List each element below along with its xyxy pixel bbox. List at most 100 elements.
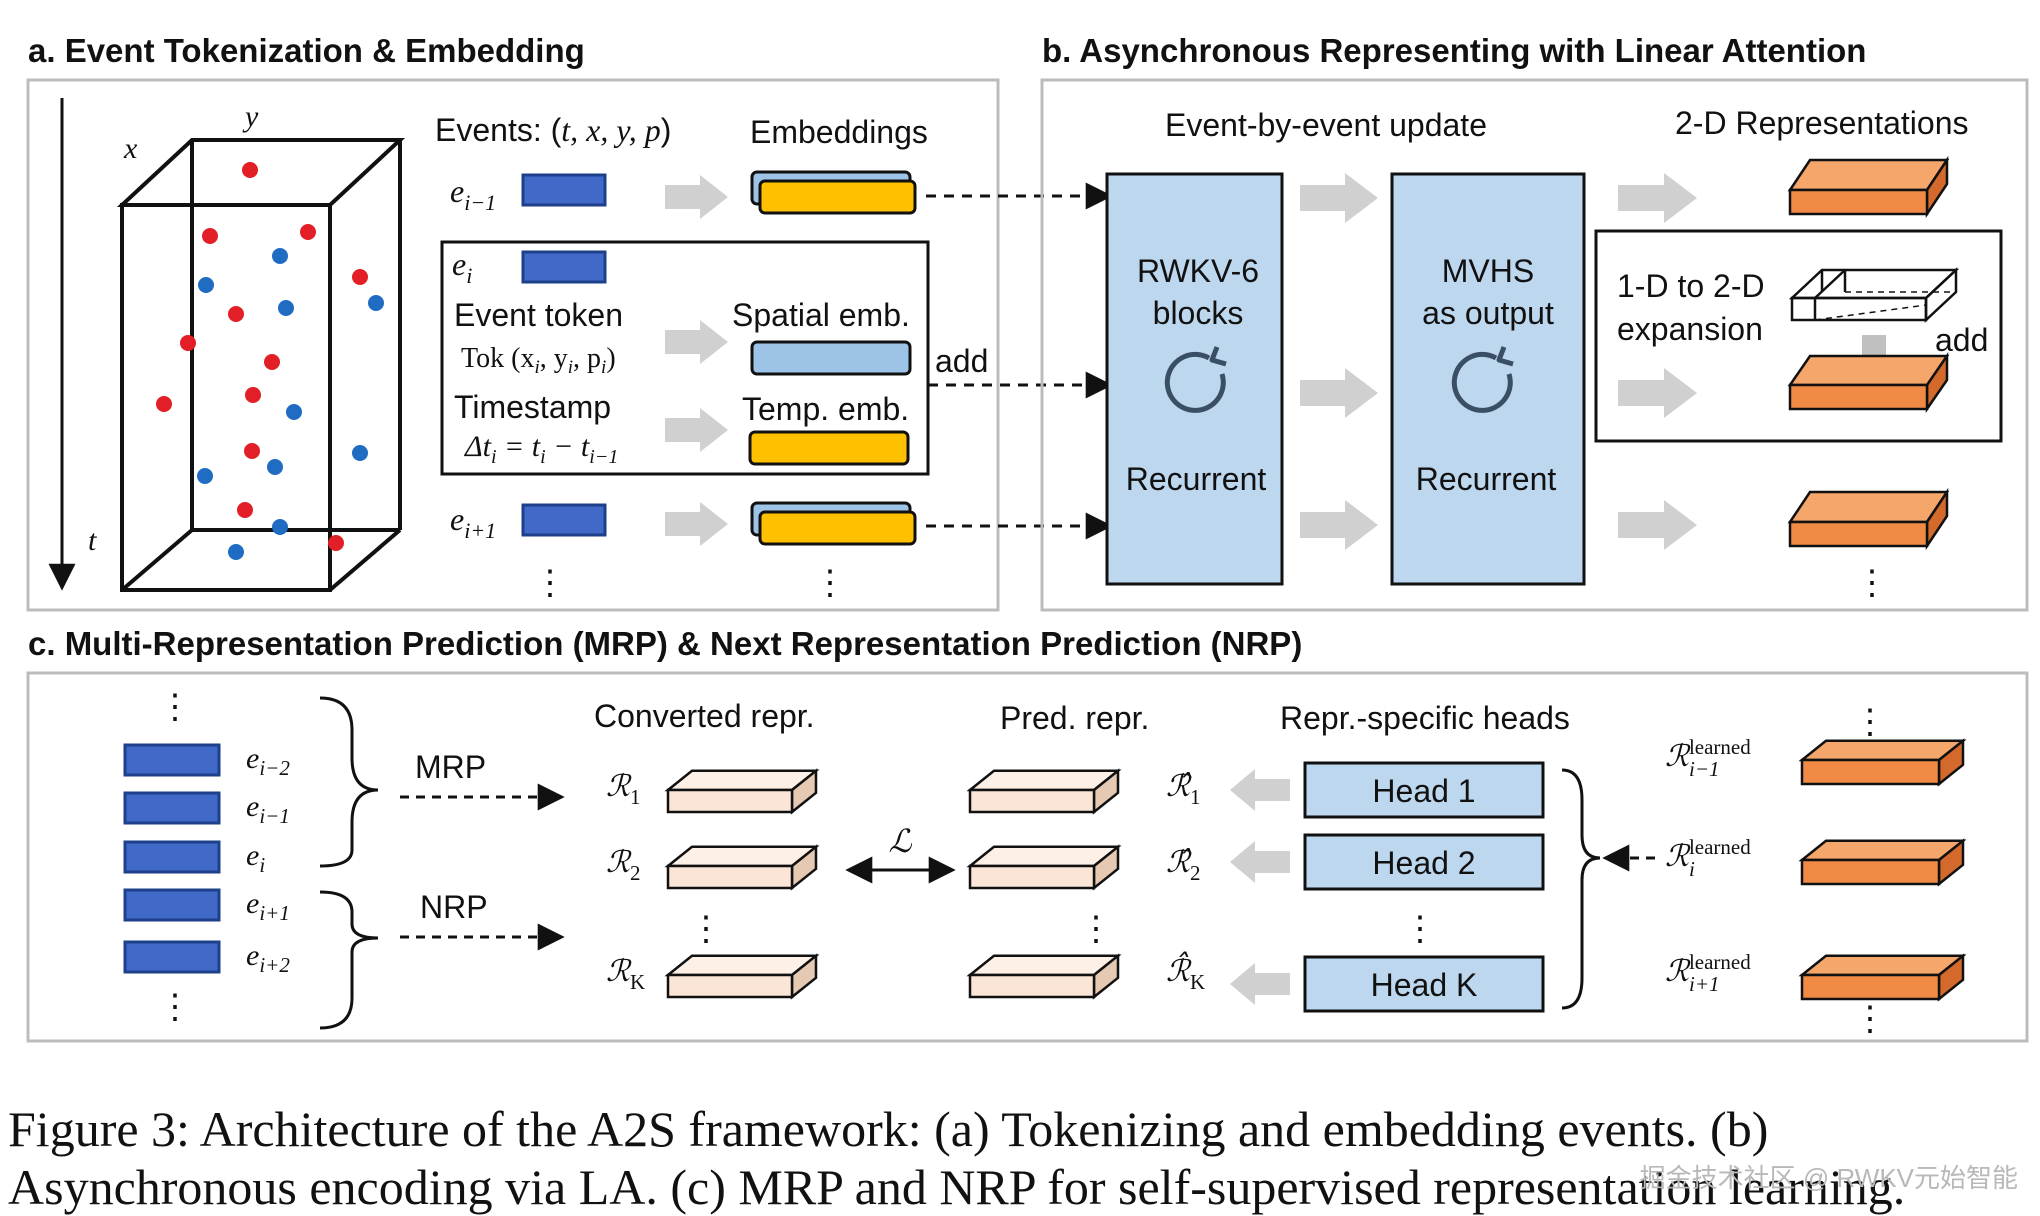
add-label-b: add — [1935, 322, 1988, 358]
arrow-head-to-pred — [1230, 963, 1290, 1005]
embedding-prev — [750, 170, 917, 215]
head-label: Head 1 — [1372, 773, 1475, 809]
predicted-label: ℛ̂1 — [1166, 770, 1200, 809]
ellipsis-tokens-top: ⋮ — [158, 688, 192, 726]
converted-header: Converted repr. — [594, 698, 815, 734]
predicted-slab — [966, 953, 1122, 1000]
axis-y-label: y — [242, 100, 259, 133]
predicted-slab — [966, 768, 1122, 815]
arrow-b-5 — [1618, 368, 1697, 418]
ellipsis-predicted: ⋮ — [1079, 910, 1113, 948]
embeddings-header: Embeddings — [750, 114, 928, 150]
token-block — [123, 840, 221, 874]
axis-x-label: x — [123, 132, 138, 165]
learned-slab — [1798, 738, 1967, 787]
event-dot — [352, 445, 368, 461]
event-dot — [278, 300, 294, 316]
head-block — [1303, 761, 1545, 819]
ellipsis-learned-top: ⋮ — [1853, 703, 1887, 741]
timestamp-label: Timestamp — [454, 389, 611, 425]
predicted-slab — [966, 844, 1122, 891]
panel-a-frame — [26, 78, 1000, 612]
event-dot — [197, 468, 213, 484]
arrow-head-to-pred — [1230, 841, 1290, 883]
expansion-wireframe — [1788, 267, 1960, 323]
predicted-label: ℛ̂2 — [1166, 846, 1200, 885]
expansion-label-2: expansion — [1617, 311, 1763, 347]
event-dot — [242, 162, 258, 178]
token-label-prev: ei−1 — [450, 173, 496, 215]
token-label-cur: ei — [452, 246, 472, 288]
event-dot — [202, 228, 218, 244]
panel-a-title: a. Event Tokenization & Embedding — [28, 32, 585, 69]
event-dots — [156, 162, 384, 560]
representations-header: 2-D Representations — [1675, 105, 1968, 141]
rwkv-label-2: blocks — [1153, 295, 1244, 331]
rwkv-block — [1105, 172, 1284, 586]
rwkv-label-1: RWKV-6 — [1137, 253, 1259, 289]
learned-slab — [1798, 953, 1967, 1002]
representation-slab — [1787, 487, 1950, 551]
panel-b-title: b. Asynchronous Representing with Linear… — [1042, 32, 1866, 69]
ellipsis-b: ⋮ — [1855, 564, 1889, 602]
event-dot — [272, 248, 288, 264]
token-cur — [521, 250, 607, 284]
watermark: 掘金技术社区 @ RWKV元始智能 — [1639, 1163, 2018, 1193]
event-dot — [180, 335, 196, 351]
representation-slab — [1787, 155, 1950, 219]
event-dot — [300, 224, 316, 240]
token-block — [123, 791, 221, 825]
temporal-emb-label: Temp. emb. — [742, 391, 909, 427]
arrow-b-2 — [1300, 368, 1378, 418]
arrow-head-to-pred — [1230, 769, 1290, 811]
token-label: ei−1 — [246, 790, 290, 828]
panel-c-title: c. Multi-Representation Prediction (MRP)… — [28, 625, 1302, 662]
arrow-token-prev — [665, 175, 728, 219]
converted-slab — [664, 953, 820, 1000]
nrp-label: NRP — [420, 889, 488, 925]
nrp-brace — [319, 890, 379, 1030]
heads-header: Repr.-specific heads — [1280, 700, 1570, 736]
ellipsis-heads: ⋮ — [1403, 910, 1437, 948]
converted-slab — [664, 768, 820, 815]
token-block — [123, 888, 221, 922]
temporal-embedding — [748, 430, 910, 466]
rwkv-recurrent-label: Recurrent — [1126, 461, 1267, 497]
spatial-embedding — [750, 340, 912, 376]
event-token-label: Event token — [454, 297, 623, 333]
add-label-a: add — [935, 343, 988, 379]
panel-c-frame — [26, 671, 2029, 1043]
event-dot — [368, 295, 384, 311]
event-dot — [245, 387, 261, 403]
expansion-label-1: 1-D to 2-D — [1617, 268, 1765, 304]
event-cube — [116, 138, 406, 592]
event-dot — [198, 277, 214, 293]
arrow-b-1 — [1300, 173, 1378, 223]
ellipsis-tokens-bottom: ⋮ — [158, 988, 192, 1026]
event-dot — [228, 544, 244, 560]
token-block — [123, 743, 221, 777]
event-dot — [156, 396, 172, 412]
ellipsis-learned-bottom: ⋮ — [1853, 1000, 1887, 1038]
recurrent-icon — [1164, 346, 1227, 413]
head-block — [1303, 955, 1545, 1013]
mvhs-label-2: as output — [1422, 295, 1554, 331]
token-next — [521, 503, 607, 537]
events-header: Events: (t, x, y, p) — [435, 112, 671, 148]
mrp-brace — [319, 696, 379, 868]
tok-formula: Tok (xi, yi, pi) — [461, 343, 616, 378]
event-dot — [244, 443, 260, 459]
predicted-representations: ℛ̂1ℛ̂2ℛ̂K — [966, 768, 1205, 1000]
arrow-b-3 — [1300, 500, 1378, 550]
head-block — [1303, 833, 1545, 891]
converted-label: ℛ2 — [606, 846, 640, 885]
token-label: ei+1 — [246, 887, 290, 925]
event-dot — [286, 404, 302, 420]
